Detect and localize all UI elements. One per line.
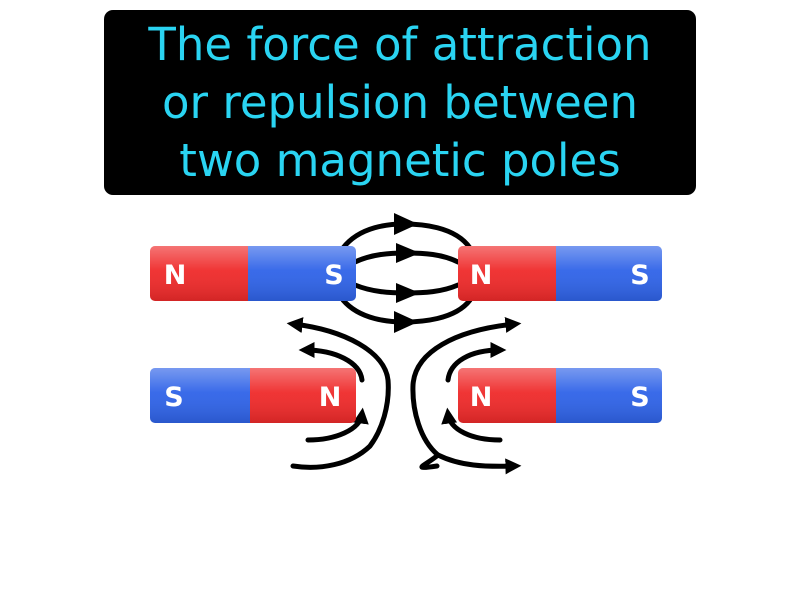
attraction-arrows bbox=[394, 213, 420, 333]
field-line bbox=[445, 342, 507, 383]
attraction-field-lines bbox=[340, 221, 473, 325]
pole-label: S bbox=[630, 260, 649, 291]
arrow-icon bbox=[394, 213, 418, 235]
field-line bbox=[305, 407, 369, 443]
field-line bbox=[441, 407, 503, 443]
definition-box: The force of attraction or repulsion bet… bbox=[104, 10, 696, 195]
magnet-top-left: N S bbox=[150, 246, 356, 301]
pole-label: N bbox=[164, 260, 187, 291]
arrow-icon bbox=[396, 243, 420, 263]
field-line bbox=[435, 452, 522, 475]
definition-line-1: The force of attraction bbox=[148, 17, 652, 71]
field-line bbox=[410, 316, 522, 471]
definition-line-3: two magnetic poles bbox=[179, 133, 621, 187]
field-line bbox=[298, 342, 365, 383]
pole-label: S bbox=[630, 382, 649, 413]
magnet-bottom-right: N S bbox=[458, 368, 662, 423]
magnet-top-right: N S bbox=[458, 246, 662, 301]
arrow-icon bbox=[396, 283, 420, 303]
pole-label: N bbox=[319, 382, 342, 413]
pole-label: S bbox=[324, 260, 343, 291]
pole-label: N bbox=[470, 382, 493, 413]
field-line bbox=[286, 317, 391, 470]
arrow-icon bbox=[394, 311, 418, 333]
pole-label: S bbox=[164, 382, 183, 413]
repulsion-field-lines-left bbox=[286, 317, 391, 470]
repulsion-field-lines-right bbox=[410, 316, 522, 475]
definition-line-2: or repulsion between bbox=[161, 75, 638, 129]
magnet-bottom-left: S N bbox=[150, 368, 356, 423]
pole-label: N bbox=[470, 260, 493, 291]
